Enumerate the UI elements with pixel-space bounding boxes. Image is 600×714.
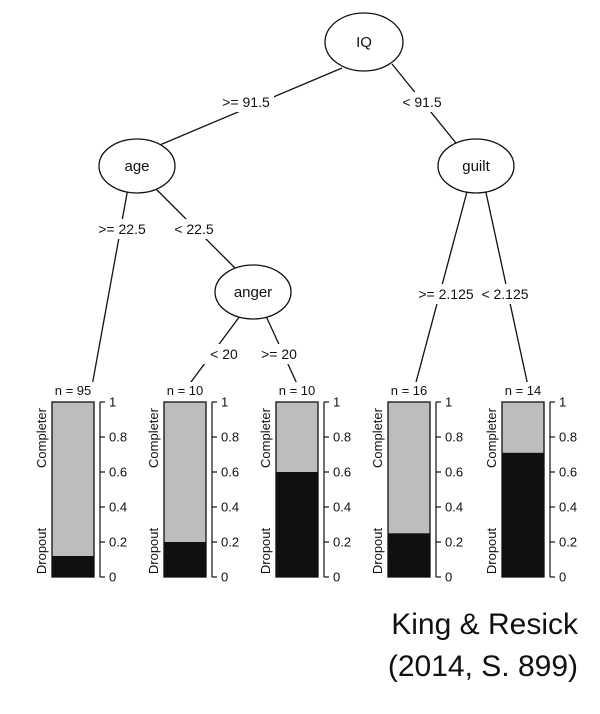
leaf-axis-tick-label: 0.6 (559, 465, 577, 480)
edge-labels: >= 91.5 < 91.5 >= 22.5 < 22.5 < 20 >= 20… (94, 92, 534, 364)
node-guilt (437, 138, 515, 194)
leaf-axis-tick-label: 0 (109, 570, 116, 585)
leaf-dropout-label: Dropout (484, 527, 499, 574)
leaf-axis-tick-label: 0 (445, 570, 452, 585)
leaf-dropout-label: Dropout (146, 527, 161, 574)
leaf-axis-tick-label: 0.4 (559, 500, 577, 515)
leaf-axis-tick-label: 0.4 (445, 500, 463, 515)
leaf-n-backdrop (386, 382, 434, 398)
leaf-axis-tick-label: 0.4 (109, 500, 127, 515)
leaf-axis-tick-label: 0.6 (221, 465, 239, 480)
leaf-dropout-label: Dropout (34, 527, 49, 574)
leaf-axis-tick-label: 0.4 (221, 500, 239, 515)
leaf-n-label: n = 95 (55, 383, 92, 398)
edge-label-age-leaf1: >= 22.5 (98, 221, 146, 237)
node-root (324, 12, 404, 72)
leaf-frame (275, 401, 319, 578)
dropout-bar (164, 542, 206, 577)
dropout-bar (502, 452, 544, 577)
tree-edges (91, 63, 529, 387)
edge-label-age-anger: < 22.5 (174, 221, 214, 237)
leaf-n-label: n = 14 (505, 383, 542, 398)
leaf-axis-tick-label: 0.2 (333, 535, 351, 550)
node-root-label: IQ (356, 34, 372, 51)
leaf-completer-label: Completer (370, 407, 385, 468)
leaf-axis-tick-label: 1 (109, 395, 116, 410)
leaf-axis-tick-label: 1 (559, 395, 566, 410)
completer-bar (164, 402, 206, 542)
leaf-axis-tick-label: 0.4 (333, 500, 351, 515)
leaf-n-backdrop (50, 382, 98, 398)
leaf-n-backdrop (274, 382, 322, 398)
dropout-bar (388, 533, 430, 577)
edge-label-guilt-leaf4: >= 2.125 (418, 286, 473, 302)
completer-bar (52, 402, 94, 556)
node-anger (214, 264, 292, 320)
leaf-axis-tick-label: 0.8 (109, 430, 127, 445)
dropout-bar (52, 556, 94, 577)
split-nodes: IQ age guilt anger (98, 12, 515, 320)
leaf-axis-tick-label: 1 (221, 395, 228, 410)
completer-bar (388, 402, 430, 534)
leaf-axis-tick-label: 0.8 (559, 430, 577, 445)
leaf-axis-tick-label: 0.8 (445, 430, 463, 445)
leaf-n-backdrop (500, 382, 548, 398)
leaf-axis-tick-label: 1 (333, 395, 340, 410)
leaf-frame (51, 401, 95, 578)
leaf-axis-tick-label: 0.2 (559, 535, 577, 550)
leaf-axis-tick-label: 0.6 (109, 465, 127, 480)
leaf-n-label: n = 10 (167, 383, 204, 398)
leaf-n-backdrop (162, 382, 210, 398)
leaf-dropout-label: Dropout (370, 527, 385, 574)
leaf-axis-tick-label: 0.8 (221, 430, 239, 445)
leaf-axis-tick-label: 0.8 (333, 430, 351, 445)
edge-label-guilt-leaf5: < 2.125 (481, 286, 528, 302)
leaf-axis-tick-label: 0 (221, 570, 228, 585)
leaf-completer-label: Completer (258, 407, 273, 468)
leaf-axis-tick-label: 0 (559, 570, 566, 585)
citation-source: (2014, S. 899) (387, 650, 578, 683)
dropout-bar (276, 472, 318, 577)
leaf-frame (387, 401, 431, 578)
completer-bar (276, 402, 318, 472)
leaf-n-label: n = 16 (391, 383, 428, 398)
edge-label-root-age: >= 91.5 (222, 94, 270, 110)
leaf-axis-tick-label: 0.2 (445, 535, 463, 550)
decision-tree: >= 91.5 < 91.5 >= 22.5 < 22.5 < 20 >= 20… (34, 12, 577, 585)
leaf-completer-label: Completer (484, 407, 499, 468)
leaf-axis-tick-label: 0.6 (445, 465, 463, 480)
leaf-completer-label: Completer (34, 407, 49, 468)
leaf-frame (163, 401, 207, 578)
leaf-n-label: n = 10 (279, 383, 316, 398)
edge-label-anger-leaf2: < 20 (210, 346, 238, 362)
citation: King & Resick (2014, S. 899) (388, 604, 578, 688)
node-age-label: age (124, 158, 149, 175)
edge-label-root-guilt: < 91.5 (402, 94, 442, 110)
leaf-axis-tick-label: 0 (333, 570, 340, 585)
edge-age-leaf1 (91, 187, 129, 387)
leaf-frame (501, 401, 545, 578)
node-age (98, 138, 176, 194)
leaf-dropout-label: Dropout (258, 527, 273, 574)
citation-authors: King & Resick (391, 608, 578, 641)
node-guilt-label: guilt (462, 158, 490, 175)
leaf-axis-tick-label: 0.2 (109, 535, 127, 550)
leaf-axis-tick-label: 0.2 (221, 535, 239, 550)
leaf-completer-label: Completer (146, 407, 161, 468)
completer-bar (502, 402, 544, 453)
node-anger-label: anger (234, 284, 272, 301)
leaf-axis-tick-label: 1 (445, 395, 452, 410)
leaf-axis-tick-label: 0.6 (333, 465, 351, 480)
edge-label-anger-leaf3: >= 20 (261, 346, 297, 362)
